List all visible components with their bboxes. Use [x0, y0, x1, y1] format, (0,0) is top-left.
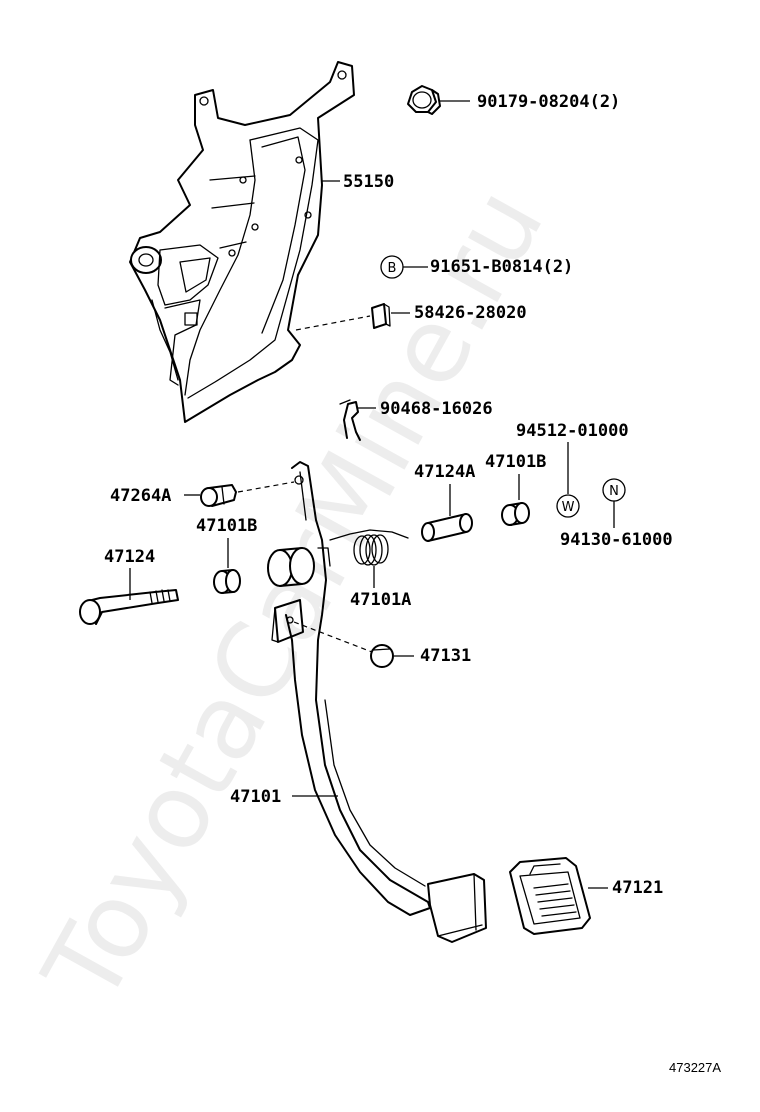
stopper-part	[370, 644, 394, 668]
collar-part	[421, 513, 473, 542]
cushion-dashed-line	[295, 315, 371, 331]
callout-w-letter: W	[562, 500, 575, 515]
part-label-47121: 47121	[612, 878, 663, 898]
callout-w-circle	[556, 494, 580, 518]
part-label-47131: 47131	[420, 646, 471, 666]
cushion-part	[371, 303, 391, 329]
bolt-part	[79, 589, 179, 625]
bushing-left-part	[213, 569, 241, 594]
part-label-55150: 55150	[343, 172, 394, 192]
part-label-47101A: 47101A	[350, 590, 411, 610]
pedal-pad-part	[509, 857, 591, 935]
figure-id: 473227A	[669, 1060, 721, 1075]
part-label-91651-B0814: 91651-B0814(2)	[430, 257, 573, 277]
pedal-foot-part	[427, 873, 487, 943]
bushing-right-part	[501, 502, 530, 526]
part-label-47264A: 47264A	[110, 486, 171, 506]
callout-b-letter: B	[388, 261, 397, 276]
part-label-94512-01000: 94512-01000	[516, 421, 629, 441]
part-label-90468-16026: 90468-16026	[380, 399, 493, 419]
pedal-arm-part	[267, 461, 431, 916]
bracket-part	[129, 61, 355, 423]
part-label-90179-08204: 90179-08204(2)	[477, 92, 620, 112]
part-label-47124: 47124	[104, 547, 155, 567]
callout-n-letter: N	[609, 484, 619, 499]
nut-part	[407, 85, 441, 115]
part-label-47101B-right: 47101B	[485, 452, 546, 472]
part-label-94130-61000: 94130-61000	[560, 530, 673, 550]
pin-dashed-line	[237, 481, 295, 493]
part-label-47101B-left: 47101B	[196, 516, 257, 536]
clip-part	[339, 399, 361, 441]
pin-part	[200, 484, 237, 507]
part-label-47101: 47101	[230, 787, 281, 807]
part-label-47124A: 47124A	[414, 462, 475, 482]
part-label-58426-28020: 58426-28020	[414, 303, 527, 323]
stopper-dashed-line	[293, 621, 373, 653]
spring-part	[329, 529, 409, 566]
